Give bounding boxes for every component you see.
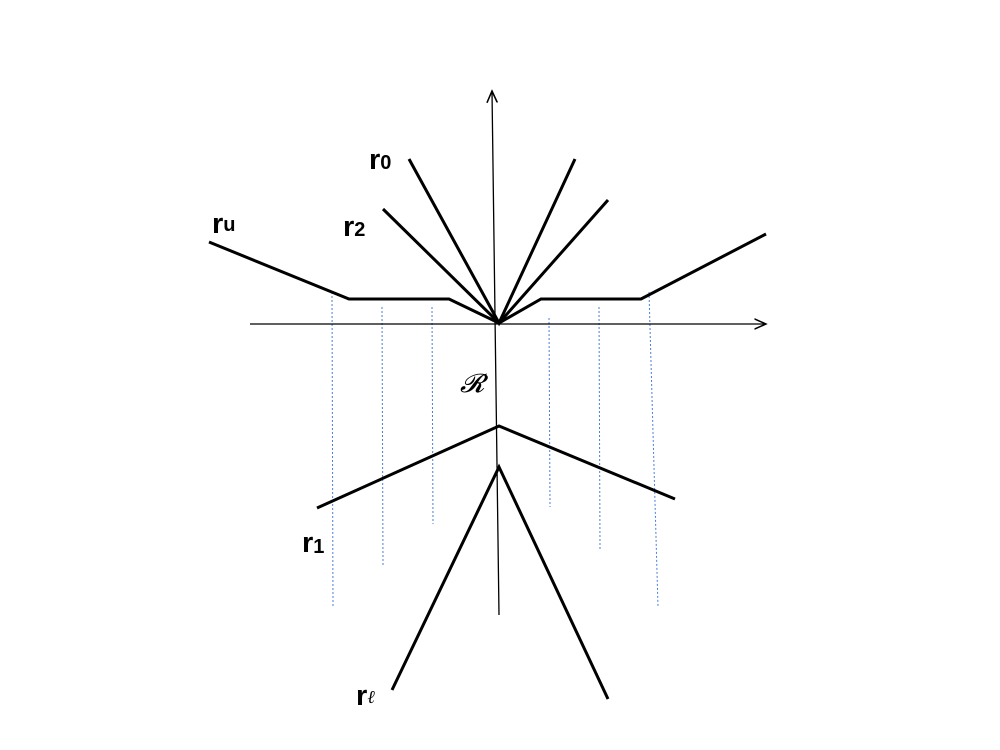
curve-rl	[390, 463, 610, 700]
guide-line	[548, 317, 551, 508]
curve-r1	[316, 424, 676, 510]
guide-line	[431, 306, 434, 525]
label-r2: r2	[343, 211, 365, 243]
guide-line	[648, 291, 659, 608]
y-axis	[492, 91, 500, 616]
label-region: 𝓡	[460, 369, 489, 399]
label-ru: ru	[212, 208, 236, 240]
label-rl: rℓ	[356, 680, 375, 712]
guide-lines	[331, 291, 659, 609]
guide-line	[331, 291, 334, 609]
guide-line	[598, 306, 601, 550]
guide-line	[381, 306, 384, 567]
label-r0: r0	[369, 144, 391, 176]
label-r1: r1	[302, 527, 324, 559]
curve-ru	[208, 232, 767, 325]
